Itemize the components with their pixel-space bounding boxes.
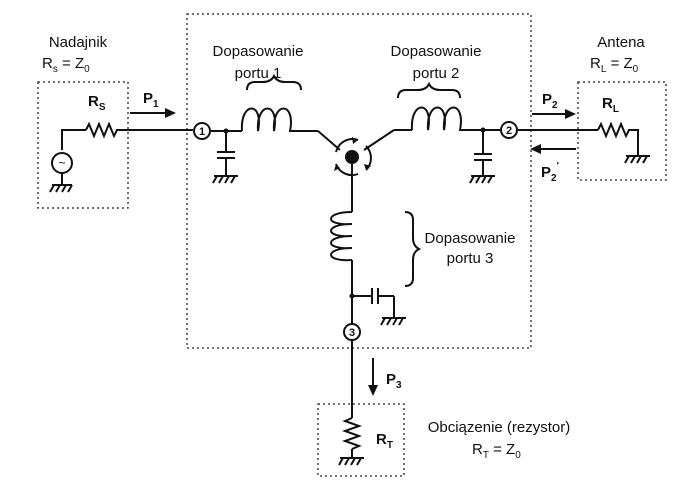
ground-icon — [49, 184, 73, 193]
antenna-resistor-label: RL — [602, 95, 619, 115]
antenna-impedance: RL = Z0 — [590, 55, 639, 75]
circulator-box — [186, 13, 532, 349]
p1-label: P1 — [143, 90, 159, 110]
matching-port1-line1: Dopasowanie — [213, 43, 304, 60]
ground-icon — [469, 175, 495, 184]
p3-label: P3 — [386, 371, 402, 391]
matching-port2-line2: portu 2 — [413, 65, 460, 82]
port2-inductor — [410, 106, 466, 131]
svg-text:1: 1 — [199, 126, 205, 138]
antenna-circuit — [518, 121, 650, 164]
svg-text:3: 3 — [349, 327, 355, 339]
port2-arm — [363, 106, 500, 184]
source-resistor — [85, 121, 118, 139]
ground-icon — [338, 457, 364, 466]
antenna-box — [577, 81, 667, 181]
ground-icon — [212, 175, 238, 184]
arrow-p2 — [532, 109, 576, 119]
load-resistor-label: RT — [376, 431, 393, 451]
brace-port1 — [246, 73, 302, 91]
load-circuit — [338, 340, 364, 466]
antenna-title: Antena — [597, 34, 645, 51]
port1-arm — [211, 107, 341, 184]
port3-inductor — [330, 211, 353, 262]
matching-port2-line1: Dopasowanie — [391, 43, 482, 60]
ground-icon — [624, 155, 650, 164]
termination-resistor — [342, 417, 362, 450]
transmitter-circuit — [49, 121, 193, 193]
arrow-p3 — [368, 358, 378, 396]
transmitter-resistor-label: RS — [88, 93, 106, 113]
port3-arm — [330, 164, 406, 326]
port1-inductor — [240, 107, 294, 132]
matching-port3-line2: portu 3 — [447, 250, 494, 267]
load-resistor-antenna — [597, 121, 630, 139]
matching-port3-line1: Dopasowanie — [425, 230, 516, 247]
brace-port3 — [404, 211, 422, 287]
circulator-junction — [334, 137, 372, 177]
port-node-1: 1 — [193, 122, 211, 140]
brace-port2 — [397, 81, 461, 99]
p2-reflected-label: P2' — [541, 161, 559, 184]
load-impedance: RT = Z0 — [472, 441, 521, 461]
source-symbol: ~ — [58, 156, 65, 170]
svg-text:2: 2 — [506, 125, 512, 137]
arrow-p1 — [130, 108, 176, 118]
p2-label: P2 — [542, 91, 558, 111]
load-box — [317, 403, 405, 477]
matching-port1-line2: portu 1 — [235, 65, 282, 82]
arrow-p2-reflected — [530, 144, 576, 154]
port-node-3: 3 — [343, 323, 361, 341]
port-node-2: 2 — [500, 121, 518, 139]
load-title: Obciązenie (rezystor) — [428, 419, 571, 436]
transmitter-box — [37, 81, 129, 209]
transmitter-title: Nadajnik — [49, 34, 108, 51]
ground-icon — [380, 317, 406, 326]
transmitter-impedance: Rs = Z0 — [42, 55, 90, 75]
